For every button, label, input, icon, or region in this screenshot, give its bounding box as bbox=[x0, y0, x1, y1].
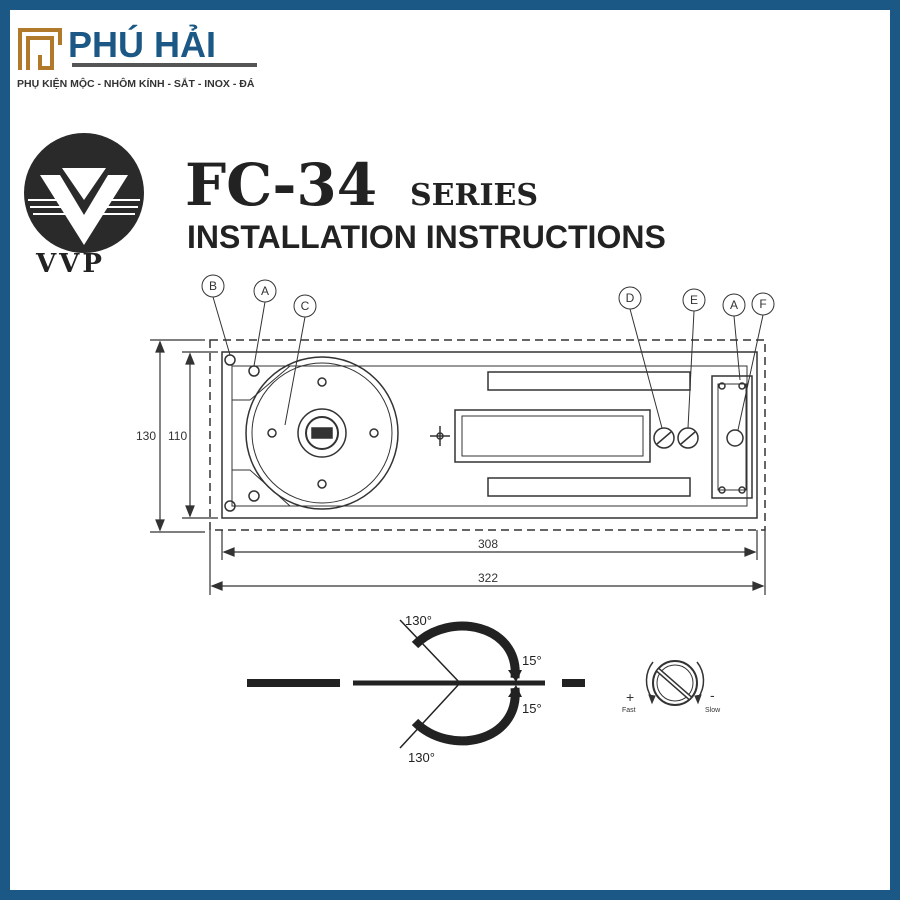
brand-tagline: PHỤ KIỆN MỘC - NHÔM KÍNH - SẮT - INOX - … bbox=[17, 77, 255, 90]
phu-hai-logo-icon bbox=[18, 28, 62, 70]
brand-underline bbox=[72, 63, 257, 67]
svg-text:B: B bbox=[209, 279, 217, 293]
screw-d bbox=[653, 427, 675, 449]
dim-inner-length: 308 bbox=[478, 537, 498, 551]
subtitle: INSTALLATION INSTRUCTIONS bbox=[187, 219, 666, 255]
floor-spring-top-view bbox=[209, 296, 766, 531]
speed-valve-icon bbox=[645, 660, 705, 706]
series-label: SERIES bbox=[410, 178, 538, 213]
angle-open-top: 130° bbox=[405, 613, 432, 628]
svg-text:D: D bbox=[626, 291, 635, 305]
callout-f: F bbox=[751, 292, 775, 316]
brand-name: PHÚ HẢI bbox=[68, 23, 216, 65]
slow-label: Slow bbox=[705, 707, 721, 714]
minus-label: - bbox=[710, 687, 715, 703]
callout-b: B bbox=[201, 274, 225, 298]
svg-text:F: F bbox=[759, 297, 766, 311]
model-title: FC-34 bbox=[185, 151, 377, 219]
door-swing-diagram bbox=[247, 619, 585, 749]
svg-text:A: A bbox=[730, 298, 738, 312]
fast-label: Fast bbox=[622, 707, 636, 714]
svg-text:E: E bbox=[690, 293, 698, 307]
callout-a2: A bbox=[722, 293, 746, 317]
svg-text:A: A bbox=[261, 284, 269, 298]
dim-outer-height: 130 bbox=[136, 429, 156, 443]
plus-label: + bbox=[626, 689, 634, 705]
vvp-logo-text: VVP bbox=[35, 249, 105, 279]
angle-open-bottom: 130° bbox=[408, 750, 435, 765]
callout-a: A bbox=[253, 279, 277, 303]
angle-stop-top: 15° bbox=[522, 653, 542, 668]
dim-outer-length: 322 bbox=[478, 571, 498, 585]
vvp-logo-icon bbox=[24, 133, 144, 253]
callouts: B A C D E A F bbox=[201, 274, 775, 318]
callout-c: C bbox=[293, 294, 317, 318]
dim-inner-height: 110 bbox=[168, 429, 187, 443]
svg-text:C: C bbox=[301, 299, 310, 313]
callout-e: E bbox=[682, 288, 706, 312]
angle-stop-bottom: 15° bbox=[522, 701, 542, 716]
callout-d: D bbox=[618, 286, 642, 310]
dimension-lines bbox=[150, 339, 766, 595]
